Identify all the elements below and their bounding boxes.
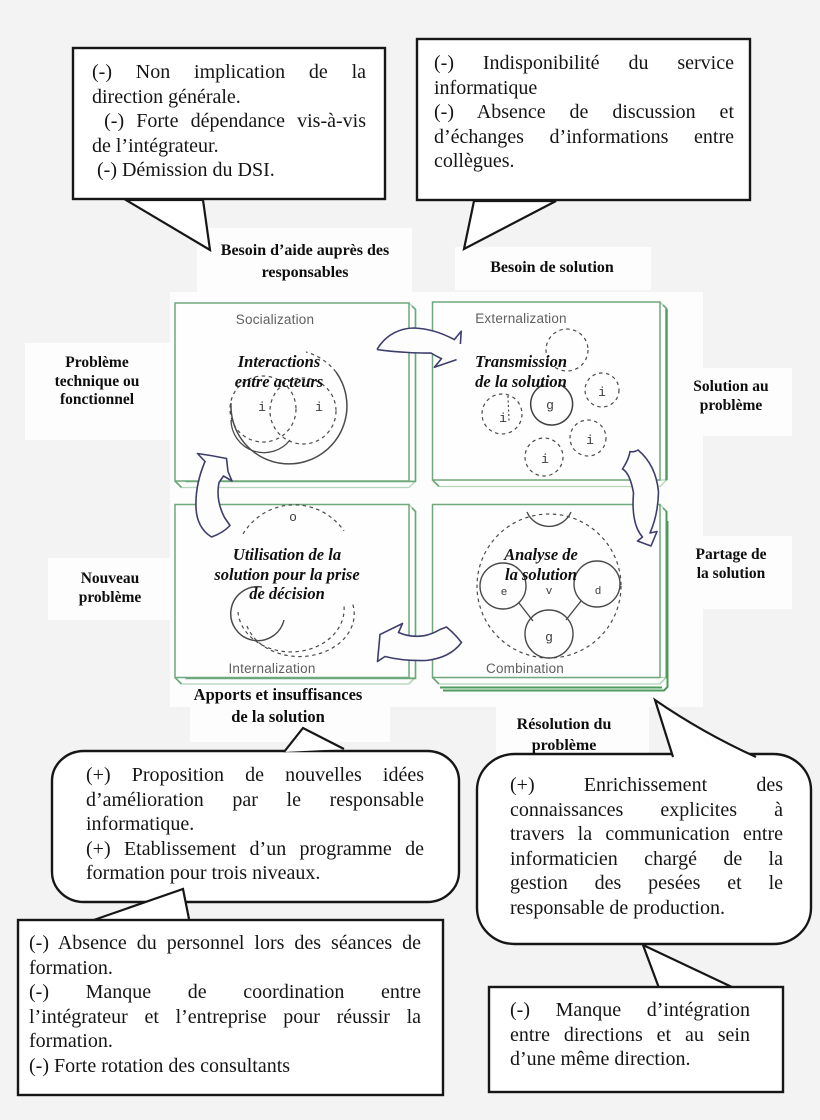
svg-text:Combination: Combination xyxy=(486,661,564,676)
svg-text:i: i xyxy=(499,411,507,426)
svg-text:g: g xyxy=(546,398,554,413)
svg-text:i: i xyxy=(598,385,606,400)
svg-text:Externalization: Externalization xyxy=(475,311,567,326)
svg-text:e: e xyxy=(501,587,508,599)
svg-text:Internalization: Internalization xyxy=(228,661,315,676)
svg-text:g: g xyxy=(545,630,553,645)
svg-text:v: v xyxy=(546,586,553,598)
svg-text:Socialization: Socialization xyxy=(236,312,314,327)
svg-text:d: d xyxy=(595,586,602,598)
svg-text:o: o xyxy=(289,510,297,525)
svg-text:i: i xyxy=(586,433,594,448)
svg-text:i: i xyxy=(258,400,266,415)
svg-text:i: i xyxy=(541,452,549,467)
svg-text:i: i xyxy=(315,400,323,415)
